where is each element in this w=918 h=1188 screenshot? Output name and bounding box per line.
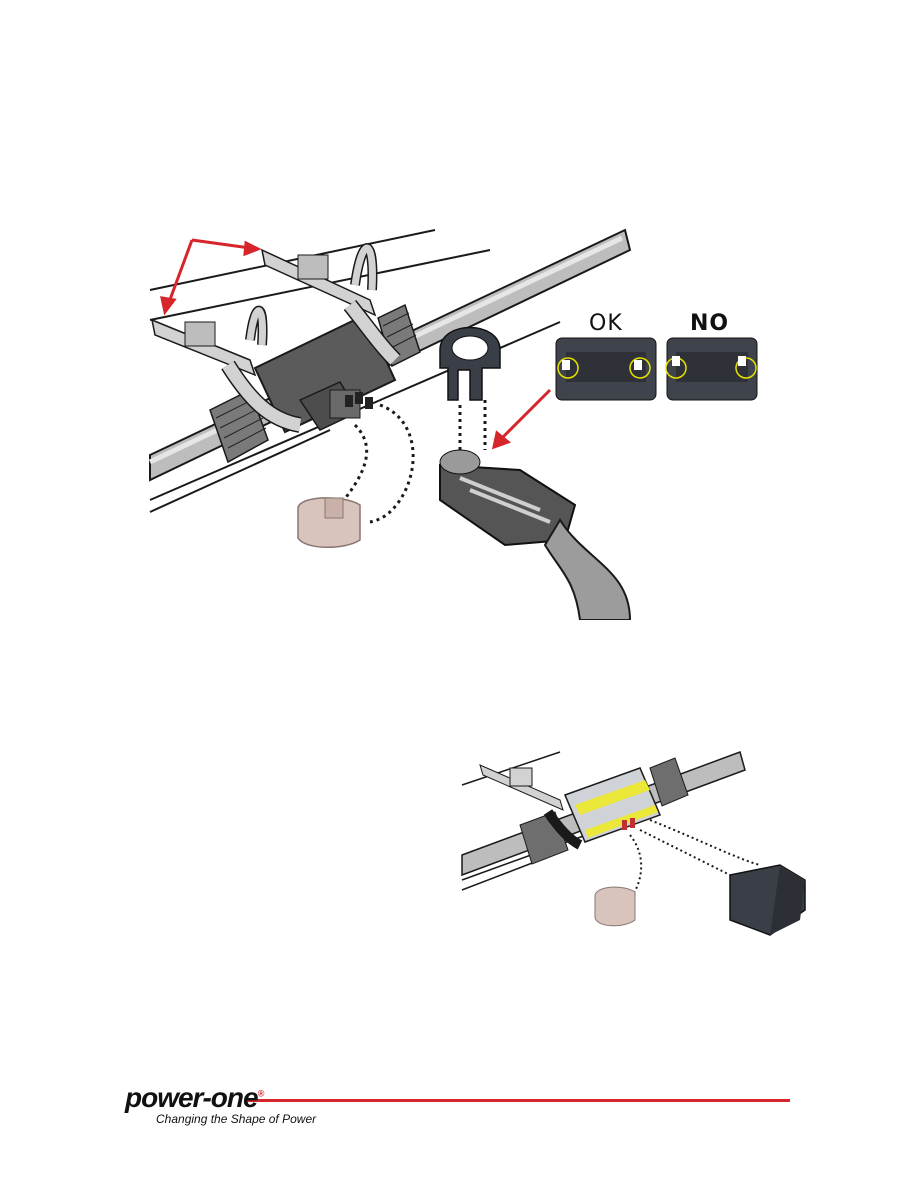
connector-capped-illustration bbox=[460, 748, 810, 943]
registered-mark: ® bbox=[258, 1089, 264, 1099]
brand-logo: power-one® bbox=[125, 1082, 263, 1114]
brand-tagline: Changing the Shape of Power bbox=[156, 1112, 316, 1126]
protective-plug bbox=[730, 865, 805, 935]
end-cap bbox=[298, 498, 360, 547]
ok-inset bbox=[556, 338, 656, 400]
footer-rule bbox=[248, 1099, 790, 1102]
ok-label: OK bbox=[589, 311, 623, 336]
connector-assembly-illustration bbox=[145, 225, 775, 620]
unlock-tool bbox=[440, 328, 500, 401]
plug-connector bbox=[440, 450, 630, 620]
brand-name: power-one bbox=[125, 1082, 258, 1113]
no-inset bbox=[666, 338, 757, 400]
end-cap-bottom bbox=[595, 887, 635, 926]
no-label: NO bbox=[690, 311, 729, 336]
